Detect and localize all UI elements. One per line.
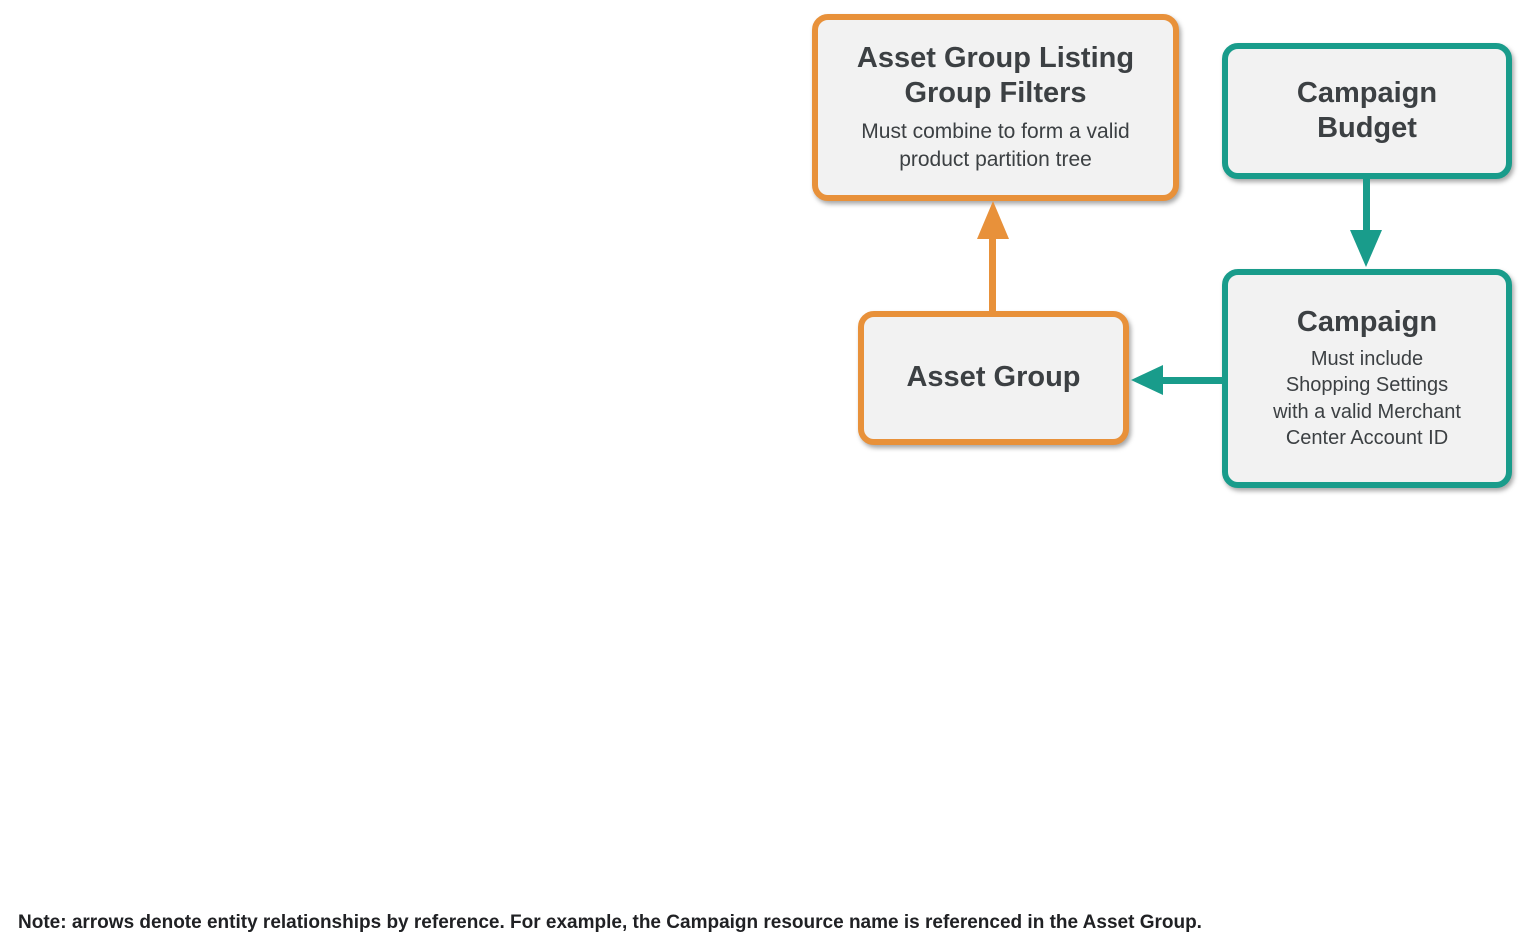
node-asset-group: Asset Group — [858, 311, 1129, 445]
node-asset-group-listing-group-filters: Asset Group Listing Group Filters Must c… — [812, 14, 1179, 201]
node-title: Asset Group Listing Group Filters — [856, 41, 1135, 110]
node-campaign: Campaign Must include Shopping Settings … — [1222, 269, 1512, 488]
arrow-asset-group-to-filters-stem — [989, 236, 996, 312]
arrow-asset-group-to-filters-arrowhead-icon — [977, 201, 1009, 239]
arrow-budget-to-campaign-arrowhead-icon — [1350, 230, 1382, 267]
node-title: Asset Group — [906, 361, 1081, 394]
node-subtitle: Must include Shopping Settings with a va… — [1273, 347, 1461, 450]
arrow-campaign-to-asset-group-arrowhead-icon — [1131, 365, 1163, 395]
arrow-budget-to-campaign-stem — [1363, 178, 1370, 232]
node-campaign-budget: Campaign Budget — [1222, 43, 1512, 179]
node-title: Campaign — [1296, 306, 1438, 339]
arrow-campaign-to-asset-group-stem — [1159, 377, 1222, 384]
node-subtitle: Must combine to form a valid product par… — [861, 120, 1130, 172]
node-title: Campaign Budget — [1296, 76, 1438, 144]
diagram-note: Note: arrows denote entity relationships… — [18, 912, 1202, 933]
